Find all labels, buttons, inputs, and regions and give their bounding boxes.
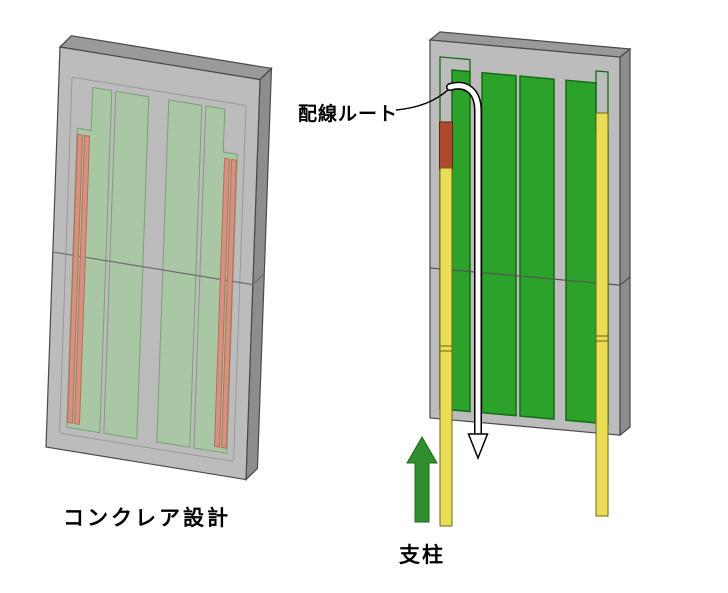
rebar-bar bbox=[73, 134, 91, 425]
left-slab-illustration bbox=[45, 35, 273, 482]
anchor-red-bar bbox=[439, 121, 453, 171]
wiring-route-wire bbox=[447, 83, 481, 439]
wiring-route-arrowhead bbox=[467, 433, 489, 461]
post-joint-lines bbox=[596, 335, 608, 342]
left-rebar-pair-right bbox=[213, 157, 238, 449]
support-post-right bbox=[595, 112, 609, 517]
support-post-left bbox=[439, 167, 453, 527]
post-joint-lines bbox=[440, 345, 452, 352]
green-panel bbox=[103, 90, 150, 440]
wiring-route-label: 配線ルート bbox=[298, 104, 399, 125]
right-slab-seam-line bbox=[430, 267, 631, 286]
support-posts bbox=[439, 112, 609, 527]
green-panel bbox=[156, 99, 203, 448]
rebar-bar bbox=[66, 133, 84, 424]
wiring-label-leader-line bbox=[395, 88, 450, 111]
right-slab-side-face bbox=[619, 47, 631, 437]
left-panel-caption: コンクレア設計 bbox=[63, 507, 231, 530]
right-green-panels bbox=[439, 56, 609, 425]
rebar-bar bbox=[220, 158, 238, 449]
left-slab-seam-line bbox=[52, 251, 265, 286]
green-panel bbox=[519, 75, 555, 420]
rebar-bar bbox=[213, 157, 231, 448]
green-panel bbox=[481, 71, 517, 417]
support-label: 支柱 bbox=[399, 544, 445, 567]
left-slab-trace-outline bbox=[59, 76, 247, 462]
left-rebar-pair-left bbox=[66, 133, 91, 425]
support-up-arrow bbox=[406, 435, 438, 523]
